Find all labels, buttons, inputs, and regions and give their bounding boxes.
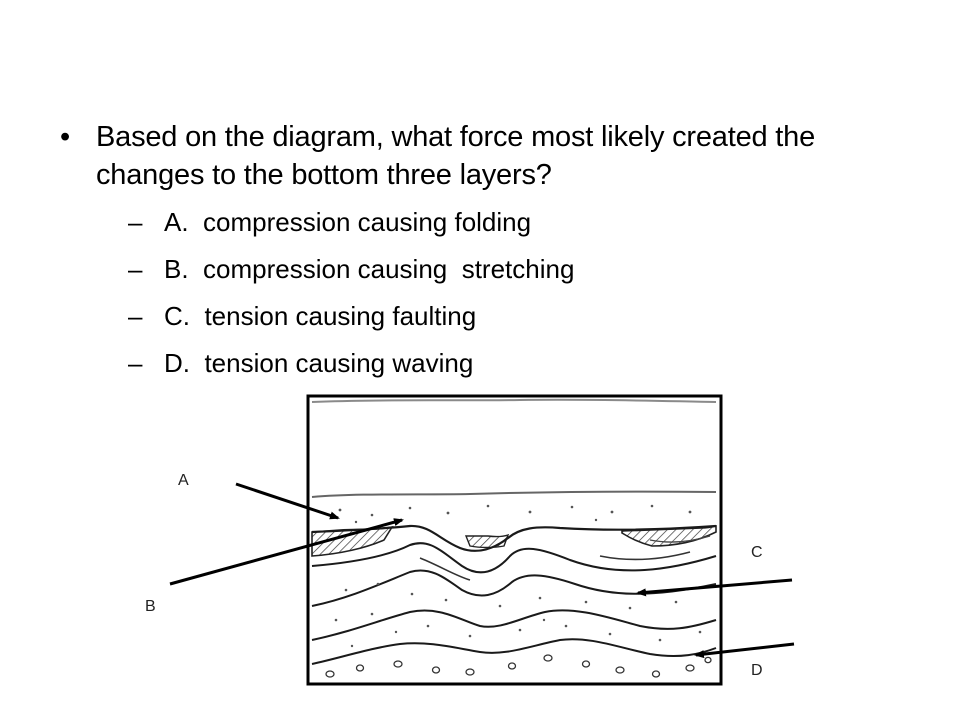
fold-line-2d bbox=[649, 535, 711, 543]
rock-strata bbox=[311, 398, 717, 678]
answer-option-text: B. compression causing stretching bbox=[164, 254, 575, 284]
fold-line-3 bbox=[311, 569, 717, 607]
answer-option-a: – A. compression causing folding bbox=[128, 205, 920, 252]
surface-layer-line bbox=[311, 490, 717, 498]
fold-line-2 bbox=[311, 542, 717, 574]
label-d: D bbox=[751, 662, 763, 679]
fold-line-2b bbox=[419, 557, 471, 581]
top-sketch-line bbox=[311, 398, 717, 403]
conglomerate-pebbles bbox=[325, 654, 712, 678]
arrow-a bbox=[235, 482, 340, 520]
question-row: • Based on the diagram, what force most … bbox=[60, 118, 920, 194]
answer-option-text: A. compression causing folding bbox=[164, 207, 532, 237]
answer-option-d: – D. tension causing waving bbox=[128, 346, 920, 393]
question-block: • Based on the diagram, what force most … bbox=[60, 118, 920, 393]
answer-option-text: C. tension causing faulting bbox=[164, 301, 477, 331]
label-c: C bbox=[751, 544, 763, 561]
dash-icon: – bbox=[128, 348, 143, 378]
dash-icon: – bbox=[128, 254, 143, 284]
label-a: A bbox=[178, 472, 189, 489]
sandstone-dots bbox=[334, 504, 702, 648]
arrow-b bbox=[169, 518, 404, 586]
arrow-d bbox=[694, 642, 795, 659]
label-b: B bbox=[145, 598, 156, 615]
answer-option-text: D. tension causing waving bbox=[164, 348, 474, 378]
dash-icon: – bbox=[128, 207, 143, 237]
fold-line-2c bbox=[599, 551, 691, 561]
question-text: Based on the diagram, what force most li… bbox=[96, 121, 816, 191]
bullet-icon: • bbox=[60, 121, 71, 153]
diagram-frame bbox=[306, 394, 723, 686]
fold-line-1 bbox=[311, 524, 717, 552]
fold-line-5 bbox=[311, 638, 717, 665]
answer-option-b: – B. compression causing stretching bbox=[128, 252, 920, 299]
arrow-c bbox=[636, 578, 793, 597]
dash-icon: – bbox=[128, 301, 143, 331]
answer-option-c: – C. tension causing faulting bbox=[128, 299, 920, 346]
fold-line-4 bbox=[311, 609, 717, 641]
answer-options: – A. compression causing folding – B. co… bbox=[60, 205, 920, 393]
